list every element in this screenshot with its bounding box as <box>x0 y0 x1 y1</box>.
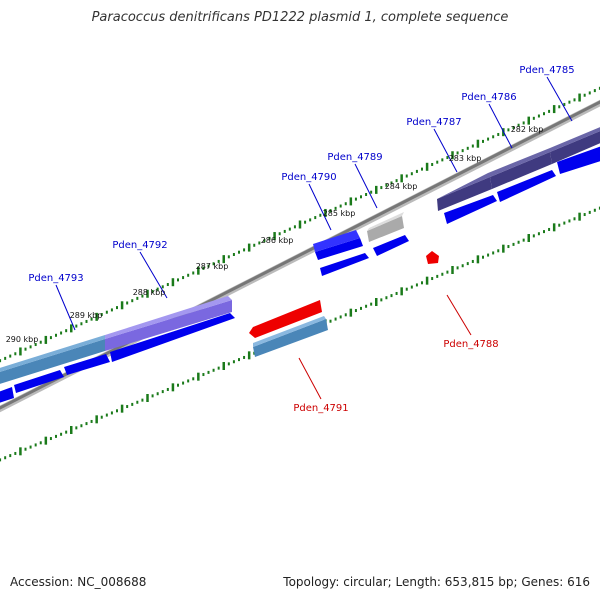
gene-label[interactable]: Pden_4789 <box>327 152 382 163</box>
cds-arrow[interactable] <box>373 235 409 256</box>
gene-label[interactable]: Pden_4786 <box>461 92 516 103</box>
outer-tick-track <box>0 86 600 363</box>
gene-leader-line <box>488 103 513 149</box>
cds-arrow[interactable] <box>110 313 235 362</box>
reverse-cds-track <box>249 251 439 357</box>
kbp-label-layer: 282 kbp 283 kbp 284 kbp 285 kbp 286 kbp 287 k… <box>6 125 544 344</box>
gene-label[interactable]: Pden_4787 <box>406 117 461 128</box>
kbp-label: 282 kbp <box>511 125 544 134</box>
cds-arrow[interactable] <box>315 238 363 260</box>
gene-leader-line <box>546 76 573 122</box>
cog-feature[interactable] <box>105 300 232 351</box>
cog-track <box>0 123 600 387</box>
kbp-label: 289 kbp <box>70 311 103 320</box>
gene-label-layer: Pden_4785Pden_4786Pden_4787Pden_4789Pden… <box>28 65 574 414</box>
cds-arrow[interactable] <box>557 143 600 174</box>
kbp-label: 283 kbp <box>449 154 482 163</box>
cog-feature[interactable] <box>437 123 600 199</box>
cds-arrow[interactable] <box>0 387 14 406</box>
kbp-label: 287 kbp <box>196 262 229 271</box>
gene-label[interactable]: Pden_4791 <box>293 403 348 414</box>
cog-feature[interactable] <box>550 127 600 164</box>
gene-leader-line <box>139 251 168 299</box>
cds-arrow[interactable] <box>313 230 360 252</box>
gene-leader-line <box>55 284 76 331</box>
kbp-label: 288 kbp <box>133 288 166 297</box>
gene-label[interactable]: Pden_4790 <box>281 172 336 183</box>
cds-arrow[interactable] <box>64 354 110 375</box>
gene-leader-line <box>433 128 458 173</box>
gene-label[interactable]: Pden_4793 <box>28 273 83 284</box>
cog-feature[interactable] <box>0 335 105 375</box>
cog-feature[interactable] <box>490 152 552 189</box>
cog-feature[interactable] <box>105 296 232 339</box>
cog-feature[interactable] <box>367 216 404 242</box>
forward-cds-track <box>0 143 600 406</box>
summary-text: Topology: circular; Length: 653,815 bp; … <box>283 575 590 589</box>
cog-feature[interactable] <box>0 339 105 387</box>
gene-leader-line <box>446 294 472 336</box>
map-title: Paracoccus denitrificans PD1222 plasmid … <box>91 10 509 25</box>
cds-arrow[interactable] <box>426 251 439 264</box>
kbp-label: 290 kbp <box>6 335 39 344</box>
cog-feature[interactable] <box>437 177 492 211</box>
accession-text: Accession: NC_008688 <box>10 575 147 589</box>
kbp-label: 286 kbp <box>261 236 294 245</box>
cds-arrow[interactable] <box>14 370 64 393</box>
cds-arrow[interactable] <box>249 300 322 338</box>
gene-label[interactable]: Pden_4788 <box>443 339 498 350</box>
gene-leader-line <box>354 163 378 209</box>
gene-label[interactable]: Pden_4792 <box>112 240 167 251</box>
gene-leader-line <box>298 357 322 400</box>
gene-leader-line <box>308 183 332 231</box>
gene-label[interactable]: Pden_4785 <box>519 65 574 76</box>
cds-arrow[interactable] <box>444 195 497 224</box>
cog-feature[interactable] <box>367 212 404 231</box>
cds-arrow[interactable] <box>497 170 556 202</box>
cog-feature[interactable] <box>253 316 326 347</box>
kbp-label: 285 kbp <box>323 209 356 218</box>
cog-feature[interactable] <box>253 319 328 357</box>
cds-arrow[interactable] <box>320 253 369 276</box>
kbp-label: 284 kbp <box>385 182 418 191</box>
